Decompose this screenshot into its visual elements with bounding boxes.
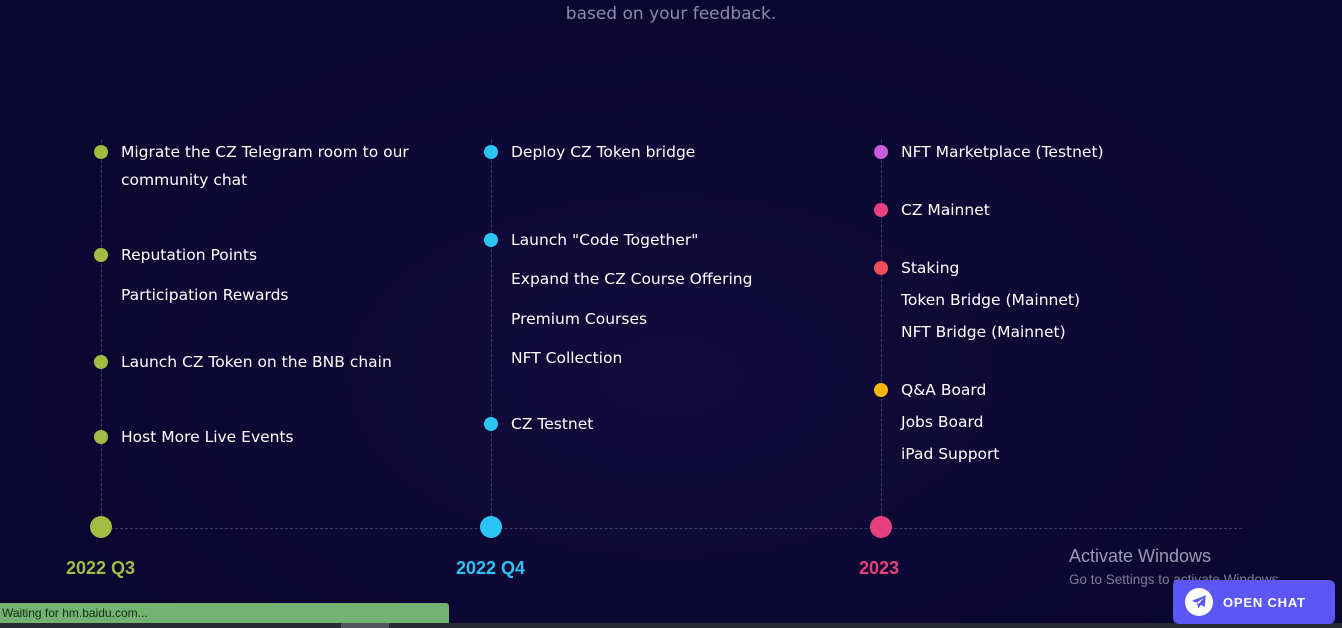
scrollbar-thumb[interactable] [341, 623, 389, 628]
milestone-text: Jobs Board [901, 413, 984, 431]
milestone-text: Deploy CZ Token bridge [511, 143, 696, 161]
milestone-text: Reputation Points [121, 246, 258, 264]
milestone-text: Participation Rewards [121, 286, 289, 304]
horizontal-scrollbar[interactable] [0, 623, 1342, 628]
period-marker-dot [90, 516, 112, 538]
period-marker-dot [870, 516, 892, 538]
milestone-text: Token Bridge (Mainnet) [901, 291, 1081, 309]
column-divider-line [101, 140, 102, 526]
milestone-text: Expand the CZ Course Offering [511, 270, 753, 288]
milestone-text: NFT Bridge (Mainnet) [901, 323, 1066, 341]
milestone-text: CZ Mainnet [901, 201, 990, 219]
milestone-text: CZ Testnet [511, 415, 594, 433]
timeline-axis [100, 528, 1242, 529]
milestone-text: Launch "Code Together" [511, 231, 699, 249]
open-chat-label: OPEN CHAT [1223, 594, 1306, 610]
telegram-plane-icon [1185, 588, 1213, 616]
milestone-dot [484, 145, 498, 159]
milestone-text: Premium Courses [511, 310, 648, 328]
period-label: 2023 [859, 558, 900, 578]
milestone-text: Launch CZ Token on the BNB chain [121, 353, 392, 371]
milestone-dot [874, 383, 888, 397]
activate-windows-title: Activate Windows [1069, 546, 1212, 566]
open-chat-button[interactable]: OPEN CHAT [1173, 580, 1335, 624]
milestone-dot [484, 233, 498, 247]
milestone-dot [94, 430, 108, 444]
milestone-text: Migrate the CZ Telegram room to our [121, 143, 409, 161]
milestone-dot [874, 145, 888, 159]
milestone-dot [94, 145, 108, 159]
milestone-text: Staking [901, 259, 960, 277]
browser-status-bar: Waiting for hm.baidu.com... [0, 603, 449, 623]
milestone-dot [484, 417, 498, 431]
period-label: 2022 Q4 [456, 558, 526, 578]
milestone-text: iPad Support [901, 445, 1000, 463]
milestone-dot [874, 203, 888, 217]
column-divider-line [491, 140, 492, 526]
milestone-text: Q&A Board [901, 381, 987, 399]
milestone-text: NFT Marketplace (Testnet) [901, 143, 1104, 161]
period-marker-dot [480, 516, 502, 538]
milestone-dot [94, 248, 108, 262]
period-label: 2022 Q3 [66, 558, 136, 578]
milestone-text: Host More Live Events [121, 428, 294, 446]
roadmap-subtitle: based on your feedback. [565, 4, 777, 24]
milestone-text: NFT Collection [511, 349, 623, 367]
column-divider-line [881, 140, 882, 526]
milestone-dot [874, 261, 888, 275]
milestone-text: community chat [121, 171, 248, 189]
milestone-dot [94, 355, 108, 369]
